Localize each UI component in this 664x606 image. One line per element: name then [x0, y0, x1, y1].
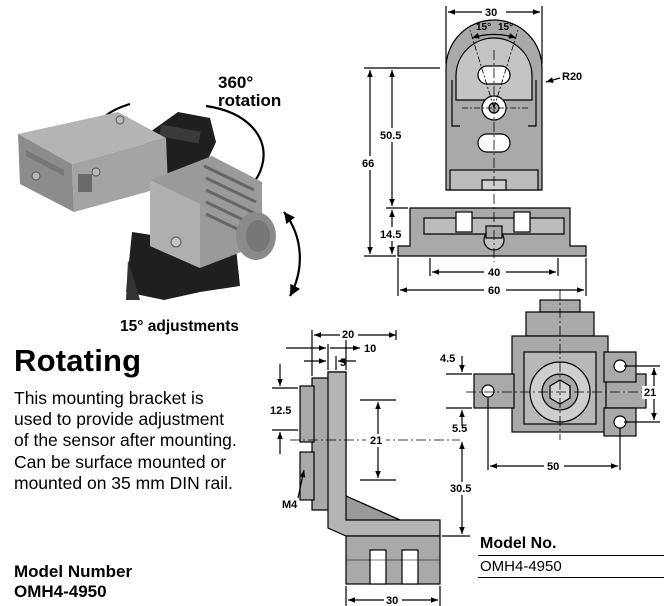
dim-side-bottom-30: 30: [386, 595, 398, 606]
front-view-labels: 30 15° 15° R20 66 50.5 14.5 40 60: [360, 5, 582, 297]
side-view-labels: 20 10 5 12.5 21 30.5 M4 30: [270, 328, 478, 606]
side-view: [272, 330, 470, 606]
page-title: Rotating: [14, 343, 142, 378]
dim-side-top-20: 20: [342, 329, 354, 341]
dim-top-21: 21: [644, 387, 656, 399]
dim-top-5-5: 5.5: [452, 423, 467, 435]
dim-front-angle-right: 15°: [498, 22, 513, 33]
dim-front-radius: R20: [562, 71, 582, 83]
dim-front-base-inner: 40: [488, 267, 500, 279]
dim-front-width-top: 30: [485, 7, 497, 19]
dim-side-top-10: 10: [364, 343, 376, 355]
model-table: Model No. OMH4-4950: [478, 533, 664, 578]
adjustments-label: 15° adjustments: [120, 318, 239, 335]
product-illustration: 360° rotation 15° adjustments: [18, 73, 301, 335]
dim-top-4-5: 4.5: [440, 353, 455, 365]
connector-head: [150, 156, 276, 268]
model-number-label: Model Number: [14, 562, 133, 581]
rotation-value-label: 360°: [218, 73, 253, 92]
dim-front-base-outer: 60: [488, 285, 500, 297]
sensor-body: [18, 112, 168, 212]
dim-front-height-lower: 14.5: [380, 229, 401, 241]
rotation-word-label: rotation: [218, 91, 281, 110]
dim-side-top-5: 5: [340, 357, 346, 369]
dim-side-left-12-5: 12.5: [270, 405, 291, 417]
adjust-arrow: [283, 211, 301, 297]
dim-side-mid-21: 21: [370, 435, 382, 447]
top-view-labels: 4.5 5.5 21 50: [440, 353, 660, 473]
front-view: [364, 6, 587, 296]
dim-top-50: 50: [547, 461, 559, 473]
product-description: This mounting bracket is used to provide…: [14, 388, 237, 493]
dim-front-height-total: 66: [362, 158, 374, 170]
dim-side-right-30-5: 30.5: [450, 483, 471, 495]
model-table-row: OMH4-4950: [478, 556, 664, 578]
dim-front-height-upper: 50.5: [380, 130, 401, 142]
dim-front-angle-left: 15°: [476, 22, 491, 33]
model-table-header: Model No.: [478, 533, 664, 556]
side-thread-label: M4: [282, 499, 298, 511]
model-number-value: OMH4-4950: [14, 582, 107, 601]
top-view: [446, 290, 660, 470]
